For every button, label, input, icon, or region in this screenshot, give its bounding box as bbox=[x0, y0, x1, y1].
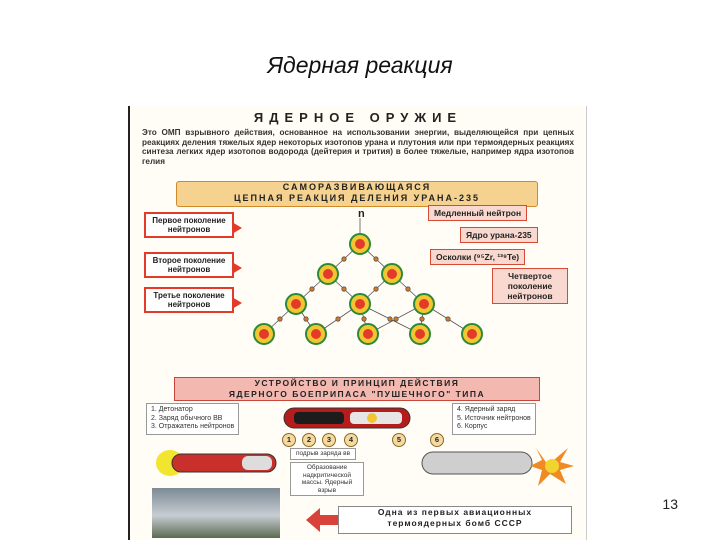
neutron-dot bbox=[405, 286, 411, 292]
bottom-caption-line2: термоядерных бомб СССР bbox=[387, 517, 523, 528]
caption-arrow-icon bbox=[306, 508, 338, 532]
legend-item: 4. Ядерный заряд bbox=[457, 406, 516, 413]
initial-neutron-symbol: n bbox=[358, 208, 365, 220]
label-fragments: Осколки (⁹⁵Zr, ¹³⁹Te) bbox=[430, 249, 526, 265]
legend-item: 5. Источник нейтронов bbox=[457, 414, 531, 422]
label-fourth-generation: Четвертое поколение нейтронов bbox=[492, 268, 568, 304]
chain-banner-line1: САМОРАЗВИВАЮЩАЯСЯ bbox=[282, 182, 432, 192]
nucleus-core bbox=[415, 329, 425, 339]
poster-intro: Это ОМП взрывного действия, основанное н… bbox=[142, 128, 574, 166]
part-number: 1 bbox=[282, 433, 296, 447]
neutron-dot bbox=[373, 286, 379, 292]
nucleus-core bbox=[467, 329, 477, 339]
arrow-gen-3 bbox=[232, 297, 242, 309]
legend-item: 2. Заряд обычного ВВ bbox=[151, 414, 223, 422]
legend-item: 1. Детонатор bbox=[151, 406, 193, 413]
neutron-dot bbox=[419, 316, 425, 322]
nucleus-core bbox=[355, 299, 365, 309]
slide-title: Ядерная реакция bbox=[267, 52, 453, 78]
neutron-dot bbox=[361, 316, 367, 322]
legend-right: 4. Ядерный заряд 5. Источник нейтронов 6… bbox=[452, 403, 536, 435]
device-banner-line1: УСТРОЙСТВО И ПРИНЦИП ДЕЙСТВИЯ bbox=[254, 378, 460, 388]
bottom-caption-line1: Одна из первых авиационных bbox=[377, 507, 533, 517]
generation-label-2: Второе поколение нейтронов bbox=[144, 252, 234, 278]
neutron-dot bbox=[373, 256, 379, 262]
neutron-dot bbox=[341, 256, 347, 262]
label-uranium-nucleus: Ядро урана-235 bbox=[460, 227, 538, 243]
nucleus-core bbox=[291, 299, 301, 309]
chain-reaction-banner: САМОРАЗВИВАЮЩАЯСЯ ЦЕПНАЯ РЕАКЦИЯ ДЕЛЕНИЯ… bbox=[176, 181, 538, 207]
neutron-dot bbox=[387, 316, 393, 322]
label-charge-move: подрыв заряда вв bbox=[290, 448, 356, 460]
bomb-stage-right bbox=[421, 448, 574, 486]
neutron-dot bbox=[341, 286, 347, 292]
part-number: 3 bbox=[322, 433, 336, 447]
bottom-caption: Одна из первых авиационных термоядерных … bbox=[338, 506, 572, 534]
page-number: 13 bbox=[662, 496, 678, 512]
arrow-gen-1 bbox=[232, 222, 242, 234]
bomb-stage-left bbox=[156, 450, 277, 476]
nucleus-core bbox=[311, 329, 321, 339]
generation-label-3: Третье поколение нейтронов bbox=[144, 287, 234, 313]
legend-item: 6. Корпус bbox=[457, 423, 488, 430]
neutron-dot bbox=[303, 316, 309, 322]
nucleus-core bbox=[387, 269, 397, 279]
part-number: 6 bbox=[430, 433, 444, 447]
nucleus-core bbox=[363, 329, 373, 339]
part-number: 4 bbox=[344, 433, 358, 447]
part-number: 2 bbox=[302, 433, 316, 447]
neutron-dot bbox=[445, 316, 451, 322]
poster-heading: ЯДЕРНОЕ ОРУЖИЕ bbox=[253, 110, 463, 125]
device-banner: УСТРОЙСТВО И ПРИНЦИП ДЕЙСТВИЯ ЯДЕРНОГО Б… bbox=[174, 377, 540, 401]
label-supercritical: Образование надкритической массы. Ядерны… bbox=[290, 462, 364, 496]
nucleus-core bbox=[323, 269, 333, 279]
chain-banner-line2: ЦЕПНАЯ РЕАКЦИЯ ДЕЛЕНИЯ УРАНА-235 bbox=[233, 193, 481, 203]
chain-reaction-diagram bbox=[253, 218, 483, 345]
legend-item: 3. Отражатель нейтронов bbox=[151, 423, 235, 430]
gun-type-bomb-cutaway bbox=[283, 407, 411, 429]
neutron-dot bbox=[393, 316, 399, 322]
nucleus-core bbox=[259, 329, 269, 339]
nucleus-core bbox=[419, 299, 429, 309]
generation-label-1: Первое поколение нейтронов bbox=[144, 212, 234, 238]
legend-left: 1. Детонатор 2. Заряд обычного ВВ 3. Отр… bbox=[146, 403, 240, 435]
arrow-gen-2 bbox=[232, 262, 242, 274]
nuclear-weapon-poster: ЯДЕРНОЕ ОРУЖИЕ Это ОМП взрывного действи… bbox=[128, 106, 587, 540]
part-number: 5 bbox=[392, 433, 406, 447]
neutron-dot bbox=[309, 286, 315, 292]
neutron-dot bbox=[335, 316, 341, 322]
label-slow-neutron: Медленный нейтрон bbox=[428, 205, 528, 221]
nucleus-core bbox=[355, 239, 365, 249]
device-banner-line2: ЯДЕРНОГО БОЕПРИПАСА "ПУШЕЧНОГО" ТИПА bbox=[228, 388, 486, 399]
bomb-photo bbox=[152, 488, 280, 538]
neutron-dot bbox=[277, 316, 283, 322]
